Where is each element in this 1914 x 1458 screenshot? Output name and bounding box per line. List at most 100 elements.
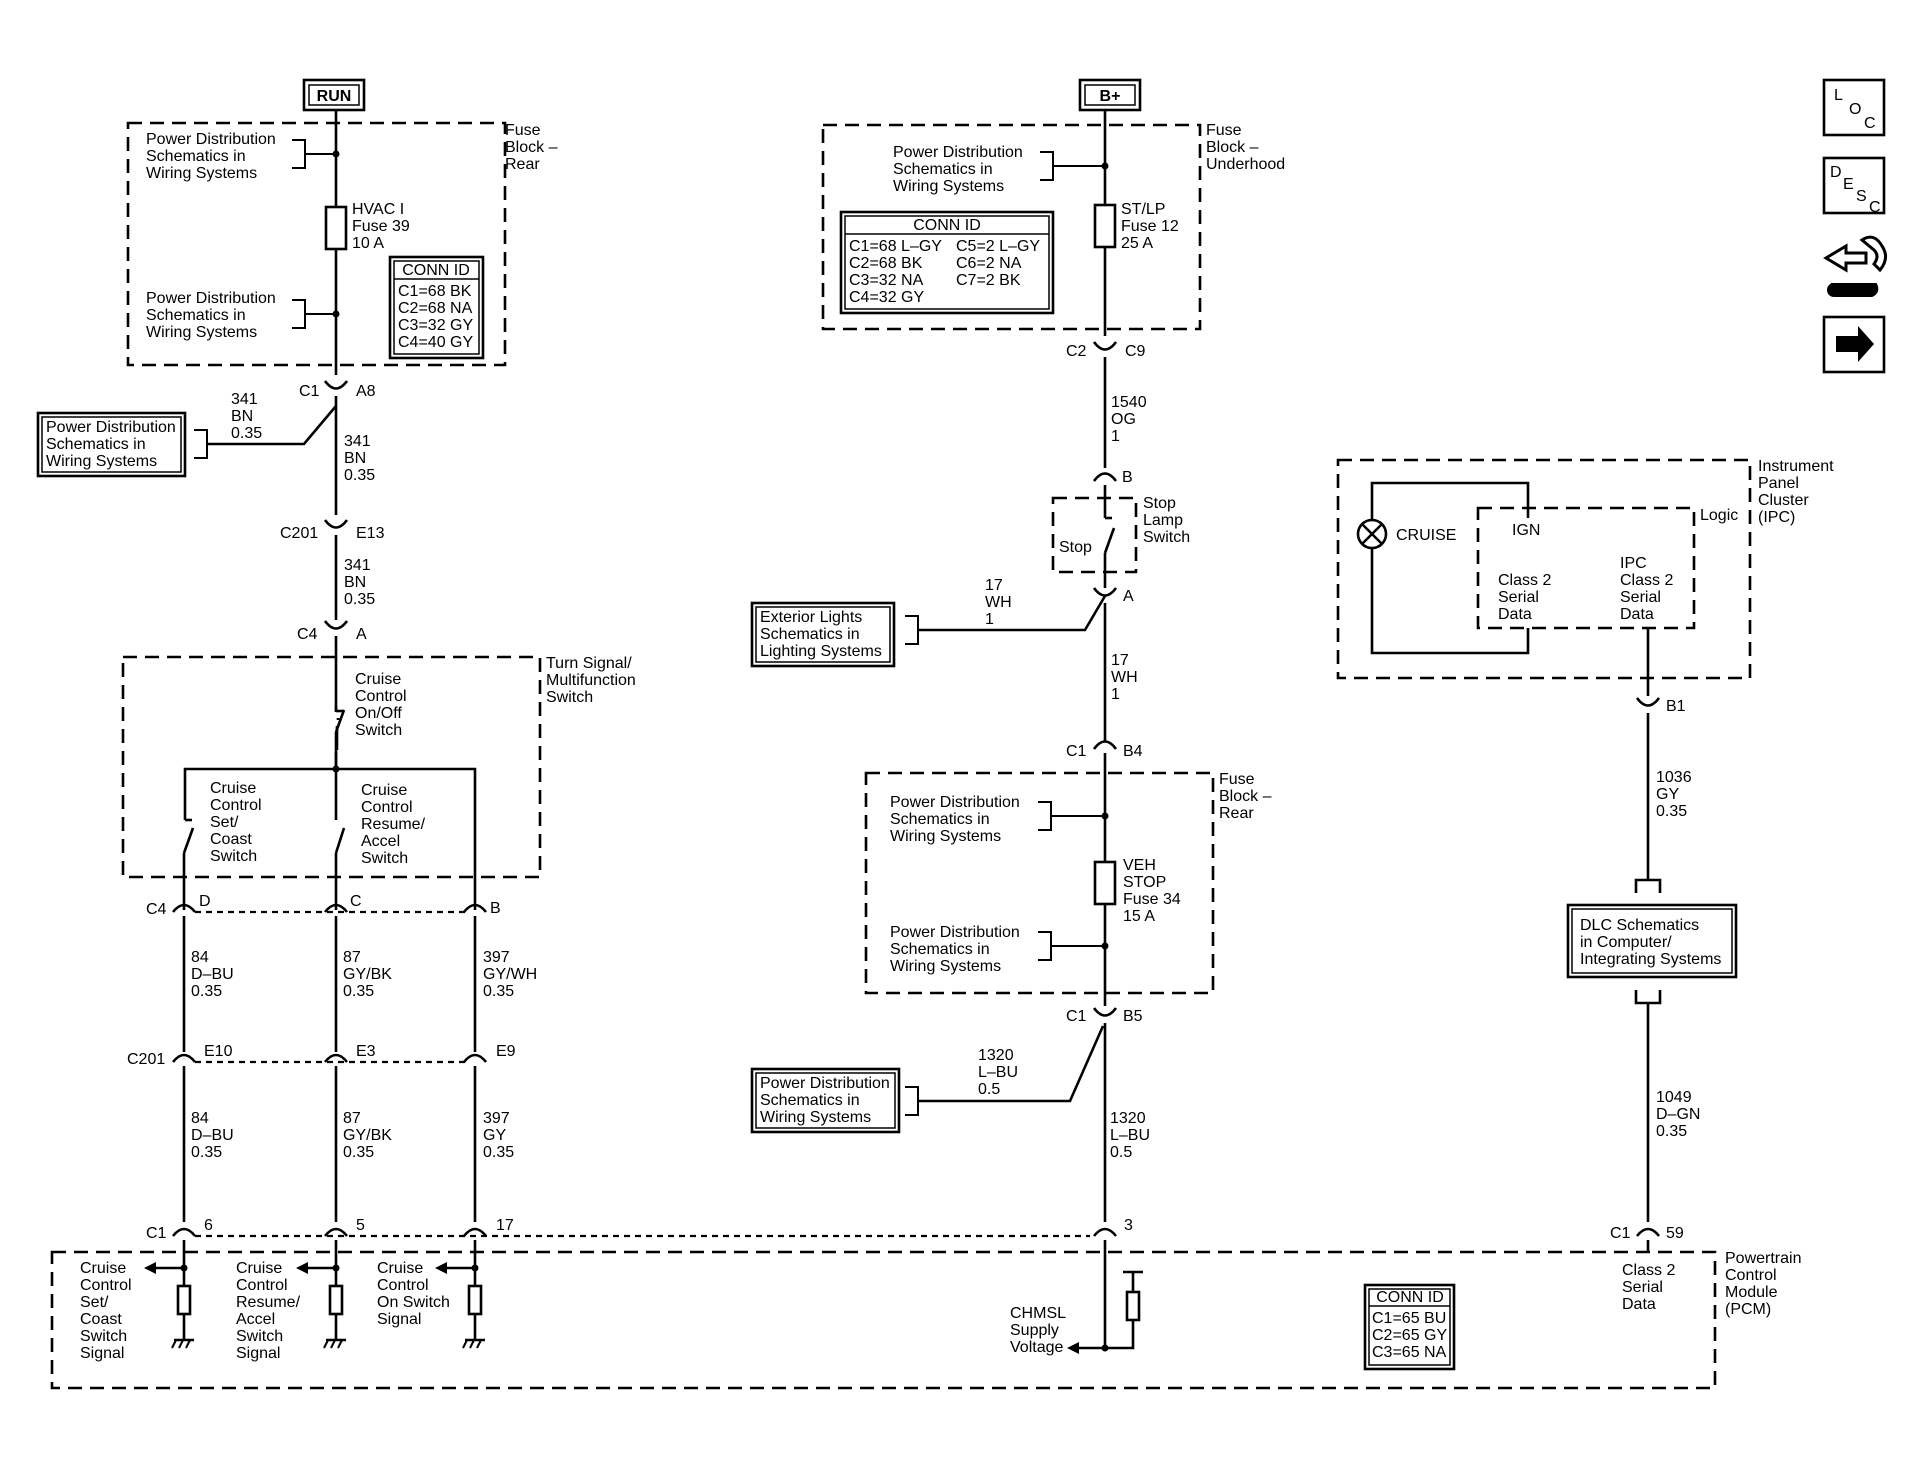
arrow-right-icon xyxy=(1836,326,1874,362)
pd-ref-center-2[interactable]: Power Distribution Schematics in Wiring … xyxy=(890,924,1024,975)
resume-accel-label: Cruise Control Resume/ Accel Switch xyxy=(361,782,429,867)
svg-text:C: C xyxy=(1864,115,1876,132)
run-label: RUN xyxy=(317,88,352,105)
stlp-fuse-12 xyxy=(1093,203,1117,249)
wire-87-a: 87 GY/BK 0.35 xyxy=(343,949,396,1000)
pin-6: 6 xyxy=(204,1217,213,1234)
svg-text:C1=68 BK C2=68 NA: C1=68 BK C2=68 NA C3=32 GY C4=40 GY xyxy=(398,283,477,351)
pin-b-left: B xyxy=(490,900,501,917)
svg-text:L: L xyxy=(1834,87,1843,104)
conn-c4-top: C4 xyxy=(297,626,318,643)
ipc-box xyxy=(1336,458,1752,680)
svg-text:O: O xyxy=(1849,101,1861,118)
veh-stop-fuse-34 xyxy=(1093,860,1117,906)
pin-17: 17 xyxy=(496,1217,514,1234)
svg-text:S: S xyxy=(1856,188,1867,205)
conn-id-table-pcm: CONN ID C1=65 BU C2=65 GY C3=65 NA xyxy=(1363,1283,1456,1371)
svg-text:CONN ID: CONN ID xyxy=(913,217,981,234)
ext-lights-ref-text: Exterior Lights Schematics in Lighting S… xyxy=(760,609,882,660)
pcm-class2-label: Class 2 Serial Data xyxy=(1622,1262,1680,1313)
wire-1036: 1036 GY 0.35 xyxy=(1656,769,1696,820)
ipc-class2-data: IPC Class 2 Serial Data xyxy=(1620,555,1678,623)
resume-accel-switch-contact xyxy=(334,827,346,854)
fuse-block-rear-top-label: Fuse Block – Rear xyxy=(505,122,562,173)
pin-e3: E3 xyxy=(356,1043,376,1060)
sig3-label: Cruise Control On Switch Signal xyxy=(377,1260,454,1328)
pin-c9: C9 xyxy=(1125,343,1146,360)
hvac-fuse-39 xyxy=(324,205,348,251)
stop-lamp-switch-label: Stop Lamp Switch xyxy=(1143,495,1190,546)
conn-id-table-underhood: CONN ID C1=68 L–GY C2=68 BK C3=32 NA C4=… xyxy=(839,210,1055,315)
chmsl-arrow xyxy=(1067,1342,1079,1354)
fuse-block-underhood-label: Fuse Block – Underhood xyxy=(1206,122,1285,173)
pin-d: D xyxy=(199,893,211,910)
svg-text:E: E xyxy=(1843,176,1854,193)
set-coast-label: Cruise Control Set/ Coast Switch xyxy=(210,780,266,865)
pin-e10: E10 xyxy=(204,1043,233,1060)
sig1-arrow xyxy=(144,1262,156,1274)
conn-c1-b4: C1 xyxy=(1066,743,1087,760)
conn-c2: C2 xyxy=(1066,343,1087,360)
pin-b-center: B xyxy=(1122,469,1133,486)
wire-1320-a: 1320 L–BU 0.5 xyxy=(978,1047,1022,1098)
handshake-tools-icon[interactable] xyxy=(1823,235,1887,297)
stop-label: Stop xyxy=(1059,539,1092,556)
svg-text:C1=65 BU C2=65 GY: C1=65 BU C2=65 GY C3=65 NA xyxy=(1372,1310,1451,1361)
sig3-arrow xyxy=(435,1262,447,1274)
wire-397-b: 397 GY 0.35 xyxy=(483,1110,514,1161)
cruise-lamp-label: CRUISE xyxy=(1396,527,1456,544)
pin-a: A xyxy=(356,626,367,643)
conn-c1-lower: C1 xyxy=(146,1225,167,1242)
pd-ref-left-box[interactable] xyxy=(36,411,187,478)
conn-c1-b5: C1 xyxy=(1066,1008,1087,1025)
wire-397-a: 397 GY/WH 0.35 xyxy=(483,949,542,1000)
pd-ref-center-ext-text: Power Distribution Schematics in Wiring … xyxy=(760,1075,894,1126)
loc-button[interactable]: L O C xyxy=(1822,78,1886,137)
chmsl-label: CHMSL Supply Voltage xyxy=(1010,1305,1070,1356)
pin-59: 59 xyxy=(1666,1225,1684,1242)
pcm-label: Powertrain Control Module (PCM) xyxy=(1725,1250,1806,1318)
fuse-block-underhood xyxy=(821,123,1202,331)
sig2-arrow xyxy=(296,1262,308,1274)
desc-button[interactable]: D E S C xyxy=(1822,156,1886,216)
pin-5: 5 xyxy=(356,1217,365,1234)
onoff-switch-label: Cruise Control On/Off Switch xyxy=(355,671,411,739)
wire-1320-b: 1320 L–BU 0.5 xyxy=(1110,1110,1154,1161)
wire-341-a: 341 BN 0.35 xyxy=(231,391,262,442)
pd-ref-top-1[interactable]: Power Distribution Schematics in Wiring … xyxy=(146,131,280,182)
pin-b5: B5 xyxy=(1123,1008,1143,1025)
conn-c1-pcm: C1 xyxy=(1610,1225,1631,1242)
wire-341-c: 341 BN 0.35 xyxy=(344,557,375,608)
wire-84-a: 84 D–BU 0.35 xyxy=(191,949,238,1000)
pd-ref-center-1[interactable]: Power Distribution Schematics in Wiring … xyxy=(890,794,1024,845)
stop-lamp-switch-box xyxy=(1051,496,1138,574)
veh-stop-fuse-label: VEH STOP Fuse 34 15 A xyxy=(1123,857,1185,925)
pin-a8: A8 xyxy=(356,383,376,400)
bplus-label: B+ xyxy=(1100,88,1121,105)
stop-lamp-switch-contact xyxy=(1103,527,1116,554)
svg-text:D: D xyxy=(1830,164,1842,181)
pd-ref-underhood[interactable]: Power Distribution Schematics in Wiring … xyxy=(893,144,1027,195)
pd-ref-top-2[interactable]: Power Distribution Schematics in Wiring … xyxy=(146,290,280,341)
fuse-block-rear-top xyxy=(126,121,507,367)
pin-b4: B4 xyxy=(1123,743,1143,760)
fuse-block-rear-center xyxy=(864,771,1215,995)
stlp-fuse-label: ST/LP Fuse 12 25 A xyxy=(1121,201,1183,252)
wire-17-a: 17 WH 1 xyxy=(985,577,1016,628)
turn-signal-label: Turn Signal/ Multifunction Switch xyxy=(546,655,640,706)
pd-ref-center-ext-box[interactable] xyxy=(750,1067,901,1134)
wire-341-b: 341 BN 0.35 xyxy=(344,433,375,484)
dlc-ref-box[interactable] xyxy=(1566,903,1738,979)
dlc-ref-text: DLC Schematics in Computer/ Integrating … xyxy=(1580,917,1721,968)
sig1-label: Cruise Control Set/ Coast Switch Signal xyxy=(80,1260,136,1362)
pin-e13: E13 xyxy=(356,525,385,542)
set-coast-switch-contact xyxy=(182,827,195,854)
ext-lights-ref-box[interactable] xyxy=(750,601,896,668)
svg-text:C5=2 L–GY C6=2 NA: C5=2 L–GY C6=2 NA C7=2 BK xyxy=(956,238,1044,289)
pin-e9: E9 xyxy=(496,1043,516,1060)
pin-3: 3 xyxy=(1124,1217,1133,1234)
pd-ref-left-text: Power Distribution Schematics in Wiring … xyxy=(46,419,180,470)
next-arrow-button[interactable] xyxy=(1822,315,1886,374)
